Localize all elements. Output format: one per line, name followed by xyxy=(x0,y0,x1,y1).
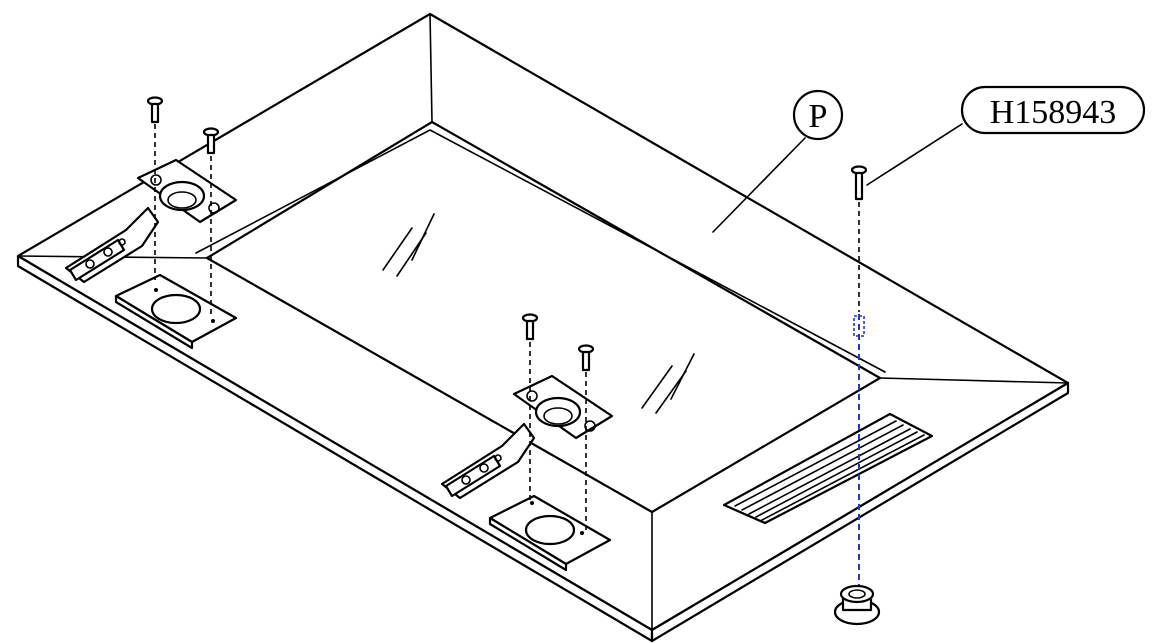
callout-part-letter: P xyxy=(712,89,844,233)
rebate-line xyxy=(195,129,886,373)
bevel-back xyxy=(429,13,433,123)
screw-icon xyxy=(850,165,868,312)
vent-slot xyxy=(722,412,934,525)
callout-part-number: H158943 xyxy=(866,85,1146,186)
screws xyxy=(146,96,868,530)
hinge-center xyxy=(440,374,614,572)
glass-reflection-marks xyxy=(382,213,695,414)
part-number-label: H158943 xyxy=(990,94,1117,131)
screw-icon xyxy=(577,344,595,530)
frame-side-edge xyxy=(650,381,1070,643)
hinge-left xyxy=(64,158,238,350)
part-letter-label: P xyxy=(809,98,828,135)
knob-icon xyxy=(833,584,881,626)
bevel-right xyxy=(879,377,1069,384)
screw-icon xyxy=(146,96,164,280)
door-frame xyxy=(16,12,1070,643)
screw-icon xyxy=(521,313,539,500)
screw-icon xyxy=(202,127,220,318)
knob-assembly xyxy=(833,314,881,626)
